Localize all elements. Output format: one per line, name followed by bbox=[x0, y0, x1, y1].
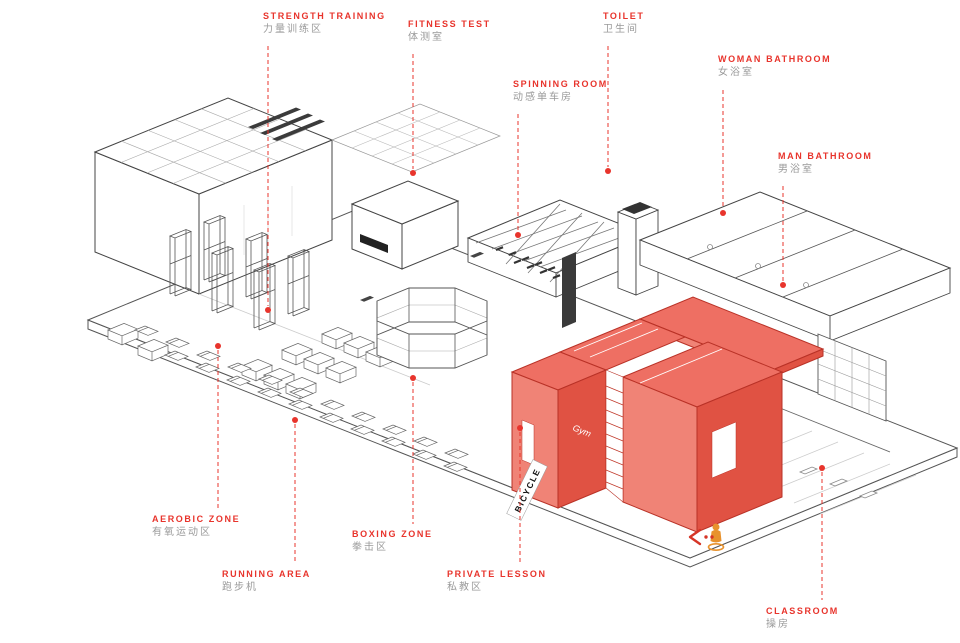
boxing-ring bbox=[376, 287, 488, 369]
leader-woman-bathroom bbox=[720, 90, 726, 216]
label-woman-bathroom: WOMAN BATHROOM 女浴室 bbox=[718, 53, 831, 79]
label-running-area: RUNNING AREA 跑步机 bbox=[222, 568, 311, 594]
leader-running-area bbox=[292, 417, 298, 563]
leader-fitness-test bbox=[410, 54, 416, 176]
label-aerobic-zone-en: AEROBIC ZONE bbox=[152, 514, 241, 524]
label-running-area-zh: 跑步机 bbox=[222, 582, 258, 593]
label-strength-training-zh: 力量训练区 bbox=[263, 24, 323, 35]
label-spinning-room: SPINNING ROOM 动感单车房 bbox=[513, 78, 608, 104]
leader-boxing-zone bbox=[410, 375, 416, 524]
person-figure bbox=[707, 523, 725, 551]
leader-classroom bbox=[819, 465, 825, 600]
fitness-test-room bbox=[350, 180, 460, 270]
label-boxing-zone-en: BOXING ZONE bbox=[352, 529, 433, 539]
label-private-lesson: PRIVATE LESSON 私教区 bbox=[447, 568, 547, 594]
label-fitness-test: FITNESS TEST 体测室 bbox=[408, 18, 491, 44]
label-toilet-en: TOILET bbox=[603, 11, 645, 21]
label-toilet-zh: 卫生间 bbox=[603, 24, 639, 35]
ceiling-grid bbox=[331, 103, 501, 173]
interior-partitions bbox=[198, 251, 484, 386]
label-classroom-en: CLASSROOM bbox=[766, 606, 839, 616]
label-fitness-test-zh: 体测室 bbox=[408, 32, 444, 43]
leader-spinning-room bbox=[515, 114, 521, 238]
label-spinning-room-en: SPINNING ROOM bbox=[513, 79, 608, 89]
label-aerobic-zone: AEROBIC ZONE 有氧运动区 bbox=[152, 513, 240, 539]
direction-arrow bbox=[688, 528, 714, 546]
leader-man-bathroom bbox=[780, 186, 786, 288]
label-aerobic-zone-zh: 有氧运动区 bbox=[152, 527, 212, 538]
locker-wall bbox=[817, 333, 887, 422]
label-man-bathroom: MAN BATHROOM 男浴室 bbox=[778, 150, 873, 176]
label-classroom-zh: 操房 bbox=[766, 619, 790, 630]
label-spinning-room-zh: 动感单车房 bbox=[513, 92, 573, 103]
label-boxing-zone-zh: 拳击区 bbox=[352, 542, 388, 553]
treadmill-rows bbox=[134, 325, 469, 472]
leader-private-lesson bbox=[517, 425, 523, 563]
label-running-area-en: RUNNING AREA bbox=[222, 569, 311, 579]
bench-rows bbox=[107, 323, 397, 400]
label-toilet: TOILET 卫生间 bbox=[603, 10, 644, 36]
cable-machines bbox=[168, 215, 311, 331]
label-woman-bathroom-en: WOMAN BATHROOM bbox=[718, 54, 832, 64]
label-woman-bathroom-zh: 女浴室 bbox=[718, 67, 754, 78]
label-strength-training: STRENGTH TRAINING 力量训练区 bbox=[263, 10, 386, 36]
leader-toilet bbox=[605, 46, 611, 174]
label-private-lesson-en: PRIVATE LESSON bbox=[447, 569, 547, 579]
leader-aerobic-zone bbox=[215, 343, 221, 508]
label-strength-training-en: STRENGTH TRAINING bbox=[263, 11, 386, 21]
label-classroom: CLASSROOM 操房 bbox=[766, 605, 839, 631]
label-fitness-test-en: FITNESS TEST bbox=[408, 19, 491, 29]
label-man-bathroom-en: MAN BATHROOM bbox=[778, 151, 873, 161]
label-boxing-zone: BOXING ZONE 拳击区 bbox=[352, 528, 433, 554]
spinning-room-structure bbox=[466, 199, 650, 298]
label-man-bathroom-zh: 男浴室 bbox=[778, 164, 814, 175]
leader-lines bbox=[215, 46, 825, 600]
leader-strength-training bbox=[265, 46, 271, 313]
label-private-lesson-zh: 私教区 bbox=[447, 582, 483, 593]
